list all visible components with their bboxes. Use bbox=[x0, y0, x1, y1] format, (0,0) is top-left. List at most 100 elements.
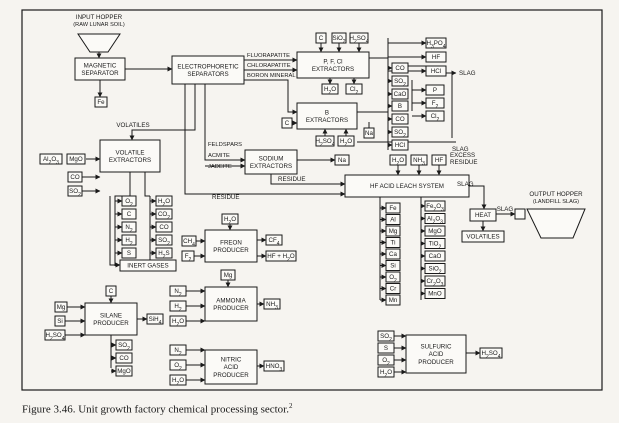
freon-input-h2o bbox=[221, 213, 239, 225]
hf-left-output-si-label-1: Si bbox=[390, 263, 396, 270]
hf-left-output-ca-label-1: Ca bbox=[389, 251, 397, 258]
input-hopper-shape bbox=[77, 33, 121, 53]
hf-left-output-o2-label-1: O2 bbox=[389, 274, 397, 284]
inert-gases-box bbox=[119, 259, 177, 272]
nitric-output-hno3-label-1: HNO3 bbox=[266, 363, 283, 373]
top-product-h3po4 bbox=[425, 37, 447, 49]
magnetic-separator-box-label-2: SEPARATOR bbox=[81, 70, 119, 77]
hf-input-h2o-label-1: H2O bbox=[392, 157, 404, 167]
silane-output-so2 bbox=[115, 339, 133, 351]
volatile-right-output-co-label-1: CO bbox=[159, 224, 168, 231]
volatile-left-output-n2-label-1: N2 bbox=[125, 224, 132, 234]
sulfuric-input-s bbox=[377, 342, 395, 354]
sulfuric-producer-box-label-2: ACID bbox=[429, 351, 444, 358]
b-input-h2so4 bbox=[315, 135, 335, 147]
b-product-p bbox=[425, 84, 445, 96]
freon-producer-box bbox=[204, 229, 258, 263]
silane-input-c bbox=[105, 285, 117, 297]
b-product-cl2-label-1: Cl2 bbox=[431, 113, 440, 123]
silane-producer-box-label-2: PRODUCER bbox=[93, 320, 129, 327]
freon-output-cf4-label-1: CF4 bbox=[268, 237, 279, 247]
pfcl-extractors-box-label-2: EXTRACTORS bbox=[312, 66, 354, 73]
silane-output-mgo bbox=[115, 365, 133, 377]
magnetic-separator-box-label-1: MAGNETIC bbox=[84, 62, 117, 69]
hf-left-output-al bbox=[385, 214, 401, 225]
freon-input-ch4-label-1: CH4 bbox=[183, 238, 195, 248]
nitric-input-h2o bbox=[169, 374, 187, 386]
volatile-input-co bbox=[67, 171, 83, 183]
silane-output-so2-label-1: SO2 bbox=[118, 342, 130, 352]
pfcl-input-c-label-1: C bbox=[319, 35, 324, 42]
sodium-extractors-box bbox=[244, 149, 298, 175]
volatile-left-output-s bbox=[121, 247, 137, 259]
pfcl-side-output-co bbox=[391, 62, 409, 74]
hf-right-output-mno bbox=[424, 288, 446, 299]
sulfuric-output-h2so4-label-1: H2SO4 bbox=[482, 350, 501, 360]
top-product-h3po4-label-1: H3PO4 bbox=[427, 40, 446, 50]
hf-input-hf-label-1: HF bbox=[435, 157, 443, 164]
pfcl-side-output-cao-label-1: CaO bbox=[394, 91, 407, 98]
fe-output-box bbox=[94, 96, 108, 108]
caption-text: Figure 3.46. Unit growth factory chemica… bbox=[22, 403, 289, 416]
electrophoretic-separators-box-label-2: SEPARATORS bbox=[187, 71, 228, 78]
b-product-f2 bbox=[425, 97, 445, 109]
pfcl-input-c bbox=[315, 32, 327, 44]
pfcl-side-output-so2-label-1: SO2 bbox=[394, 78, 406, 88]
ammonia-input-h2 bbox=[169, 300, 187, 312]
hf-acid-leach-box bbox=[344, 174, 470, 198]
pfcl-output-cl2-label-1: Cl2 bbox=[350, 86, 359, 96]
output-hopper-shape bbox=[526, 208, 586, 239]
hf-left-output-al-label-1: Al bbox=[390, 217, 396, 224]
pfcl-input-h2so4-label-1: H2SO4 bbox=[350, 35, 369, 45]
figure-frame bbox=[21, 9, 603, 391]
volatile-extractors-box-label-2: EXTRACTORS bbox=[109, 157, 151, 164]
silane-input-c-label-1: C bbox=[109, 288, 114, 295]
sulfuric-input-so2 bbox=[377, 330, 395, 342]
sulfuric-input-so2-label-1: SO2 bbox=[380, 333, 392, 343]
pfcl-side-output-cao bbox=[391, 88, 409, 100]
nitric-producer-box-label-3: PRODUCER bbox=[213, 372, 249, 379]
volatile-right-output-co2-label-1: CO2 bbox=[158, 211, 170, 221]
volatile-left-output-o2 bbox=[121, 195, 137, 207]
volatile-input-al2o3 bbox=[39, 153, 63, 165]
silane-output-co-label-1: CO bbox=[119, 355, 128, 362]
b-product-f2-label-1: F2 bbox=[432, 100, 439, 110]
b-side-output-hcl-label-1: HCl bbox=[395, 142, 405, 149]
pfcl-extractors-box bbox=[296, 51, 370, 79]
hf-right-output-cr2o3-label-1: Cr2O3 bbox=[427, 278, 444, 288]
electro-residue-flow bbox=[184, 84, 346, 197]
hopper-grid bbox=[514, 208, 526, 220]
freon-output-cf4 bbox=[265, 234, 283, 246]
volatile-extractors-box bbox=[99, 139, 161, 173]
ammonia-input-mg bbox=[220, 269, 236, 281]
pfcl-side-output-co-label-1: CO bbox=[395, 65, 404, 72]
hf-input-nh3 bbox=[410, 154, 428, 166]
acmite-label: ACMITE bbox=[208, 153, 230, 159]
sodium-na-box-label-1: Na bbox=[338, 157, 346, 164]
nitric-input-n2 bbox=[169, 344, 187, 356]
pfcl-output-h2o bbox=[321, 83, 339, 95]
pfcl-extractors-box-label-1: P, F, Cl bbox=[323, 58, 342, 65]
hf-left-output-cr-label-1: Cr bbox=[390, 286, 397, 293]
hf-right-output-mgo-label-1: MgO bbox=[428, 228, 442, 235]
fluorapatite-label: FLUORAPATITE bbox=[247, 53, 290, 59]
volatile-left-output-c bbox=[121, 208, 137, 220]
freon-output-hf-h2o-label-1: HF + H2O bbox=[267, 253, 295, 263]
residue-label-main: RESIDUE bbox=[212, 194, 240, 201]
sodium-residue-flow bbox=[270, 174, 346, 187]
ammonia-input-h2o-label-1: H2O bbox=[172, 318, 184, 328]
nitric-producer-box-label-2: ACID bbox=[224, 364, 239, 371]
electrophoretic-separators-box bbox=[171, 55, 245, 85]
hf-right-output-tio2 bbox=[424, 238, 446, 249]
pfcl-input-sio2-label-1: SiO2 bbox=[332, 35, 345, 45]
excess-residue-label-2: RESIDUE bbox=[450, 159, 478, 166]
silane-input-h2so4-label-1: H2SO4 bbox=[46, 332, 65, 342]
hf-left-output-ti-label-1: Ti bbox=[391, 240, 396, 247]
hf-acid-leach-box-label-1: HF ACID LEACH SYSTEM bbox=[370, 183, 444, 190]
pfcl-input-sio2 bbox=[331, 32, 347, 44]
silane-output-sih4 bbox=[146, 313, 164, 325]
silane-input-h2so4 bbox=[44, 329, 66, 341]
nitric-input-n2-label-1: N2 bbox=[174, 347, 181, 357]
b-product-cl2 bbox=[425, 110, 445, 122]
slag-label-leach: SLAG bbox=[457, 181, 474, 188]
